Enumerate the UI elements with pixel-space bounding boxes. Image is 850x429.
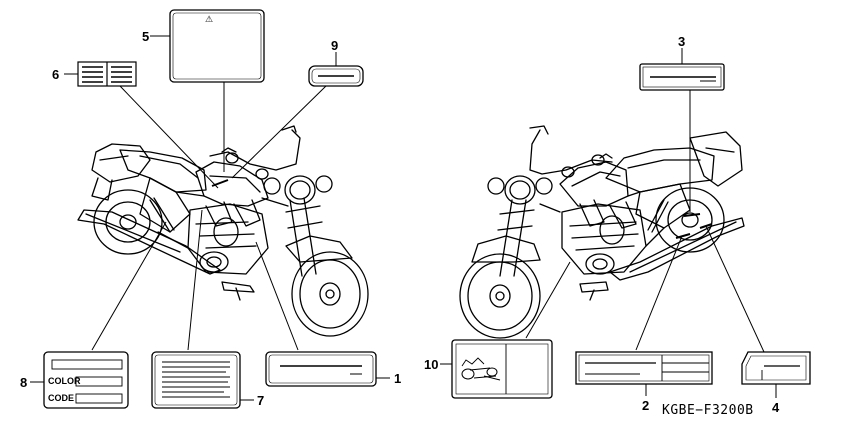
label-plate-8: COLOR CODE [43,351,129,409]
callout-6: 6 [52,67,59,82]
code-field-label: CODE [48,393,74,403]
label-plate-7 [151,351,241,409]
callout-3: 3 [678,34,685,49]
label-position-markers [211,179,713,239]
label-plate-10 [451,339,553,399]
callout-8: 8 [20,375,27,390]
motorcycle-left [77,125,369,337]
callout-7: 7 [257,393,264,408]
motorcycle-right [459,125,745,339]
label-plate-6 [77,61,137,87]
color-field-label: COLOR [48,376,81,386]
label-plate-4 [741,351,811,385]
callout-2: 2 [642,398,649,413]
callout-numbers: 1 2 3 4 5 6 7 8 9 10 [20,29,780,415]
diagram-code: KGBE−F3200B [662,403,754,418]
callout-4: 4 [772,400,780,415]
label-plate-2 [575,351,713,385]
callout-5: 5 [142,29,149,44]
callout-9: 9 [331,38,338,53]
callout-10: 10 [424,357,438,372]
callout-1: 1 [394,371,401,386]
leader-lines [30,35,777,401]
label-plate-3 [639,63,725,91]
label-plate-1 [265,351,377,387]
label-plate-9 [308,65,364,87]
label-plate-5: ⚠ [169,9,265,83]
warning-triangle-icon: ⚠ [205,14,213,24]
